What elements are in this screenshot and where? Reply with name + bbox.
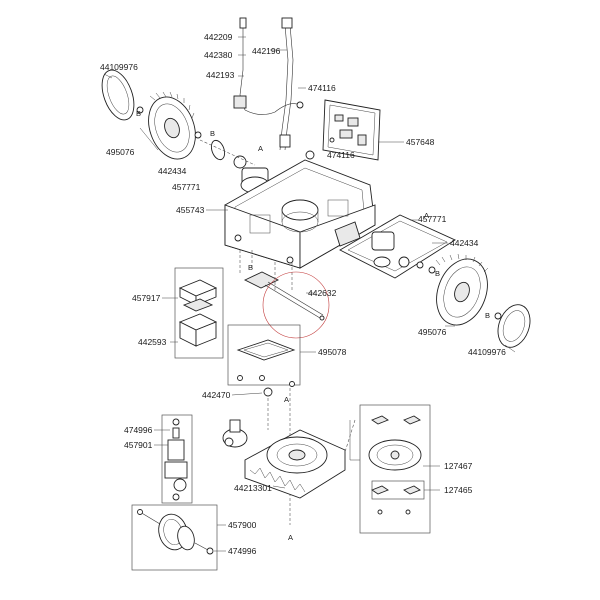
cable-harness: [233, 17, 315, 160]
label-44109976-right: 44109976: [468, 347, 506, 357]
label-474116-mid: 474116: [327, 150, 355, 160]
marker-a-tray: A: [284, 395, 289, 404]
label-442632: 442632: [308, 288, 337, 298]
label-495076-left: 495076: [106, 147, 135, 157]
label-455743: 455743: [176, 205, 205, 215]
label-474996-top: 474996: [124, 425, 153, 435]
battery-group: [174, 267, 224, 359]
highlight-circle: [262, 271, 330, 339]
label-457901: 457901: [124, 440, 153, 450]
circuit-board: [322, 99, 381, 161]
label-442434-right: 442434: [450, 238, 479, 248]
label-457771-left: 457771: [172, 182, 201, 192]
fastener-442470: [263, 387, 273, 397]
label-442470: 442470: [202, 390, 231, 400]
label-442209: 442209: [204, 32, 233, 42]
label-442380: 442380: [204, 50, 233, 60]
label-495076-right: 495076: [418, 327, 447, 337]
marker-b-left-wheel: B: [136, 109, 141, 118]
sensor-cable: [243, 271, 325, 321]
label-457771-right: 457771: [418, 214, 447, 224]
marker-a-bottom: A: [288, 533, 293, 542]
label-474996-bottom: 474996: [228, 546, 257, 556]
label-457900: 457900: [228, 520, 257, 530]
reference-markers: B B A B A B B A A: [136, 109, 490, 542]
label-442196: 442196: [252, 46, 281, 56]
marker-b-right-wheel: B: [485, 311, 490, 320]
chassis-body: [224, 159, 376, 269]
label-457648: 457648: [406, 137, 435, 147]
blade-disc-housing: [244, 429, 346, 499]
label-474116-top: 474116: [308, 83, 336, 93]
marker-b-chassis: B: [248, 263, 253, 272]
label-44109976-left: 44109976: [100, 62, 138, 72]
blade-disc-box: [359, 404, 431, 534]
caster-assembly: [161, 414, 248, 504]
right-wheel-assembly: [339, 214, 531, 348]
label-127465: 127465: [444, 485, 473, 495]
marker-b-right-motor: B: [435, 269, 440, 278]
marker-a-left-motor: A: [258, 144, 263, 153]
label-457917: 457917: [132, 293, 161, 303]
label-44213301: 44213301: [234, 483, 272, 493]
part-labels: 442209 442380 442196 442193 474116 47411…: [100, 32, 506, 556]
label-127467: 127467: [444, 461, 473, 471]
rear-wheel-group: [131, 504, 218, 571]
label-495078: 495078: [318, 347, 347, 357]
marker-a-right-motor: A: [424, 211, 429, 220]
label-442193: 442193: [206, 70, 235, 80]
bottom-tray: [227, 324, 301, 387]
marker-b-left-motor: B: [210, 129, 215, 138]
label-442434-left: 442434: [158, 166, 187, 176]
left-wheel-assembly: [101, 69, 270, 194]
label-442593: 442593: [138, 337, 167, 347]
